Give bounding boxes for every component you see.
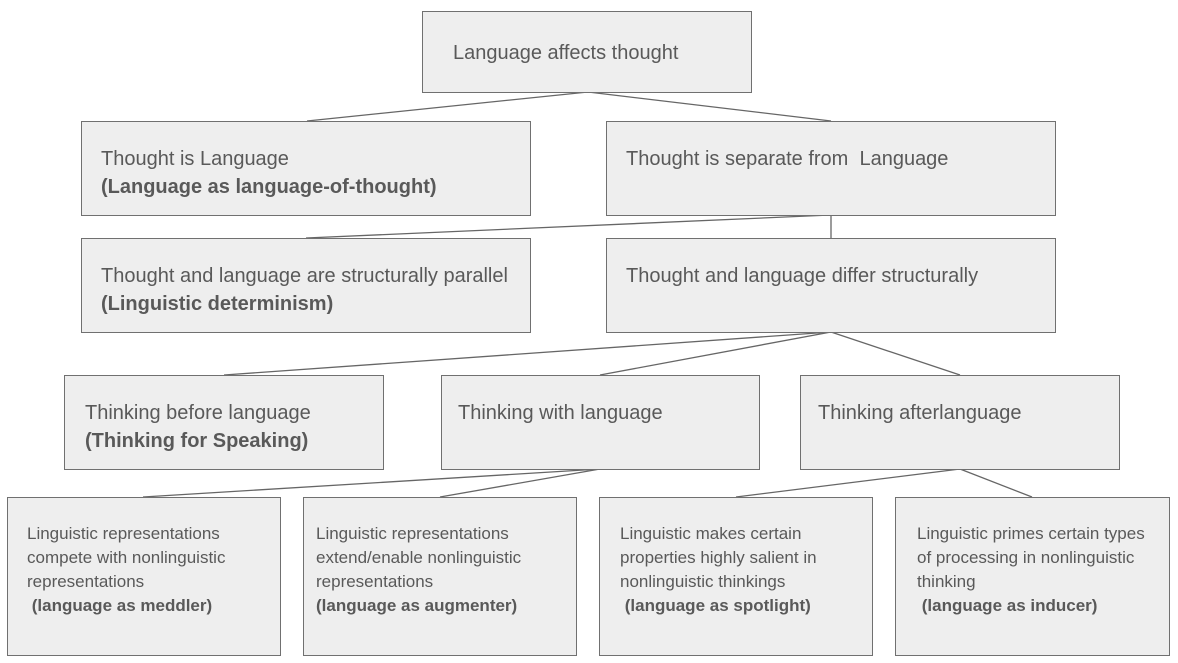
edge-root-to-thought-is-language [306,91,589,122]
edge-differ-to-before [223,331,832,376]
node-thought-is-language[interactable]: Thought is Language (Language as languag… [81,121,531,216]
node-label-bold: (Thinking for Speaking) [85,430,309,452]
node-label-bold: (language as inducer) [917,596,1098,615]
edge-after-to-inducer [959,468,1033,498]
node-label-bold: (language as meddler) [27,596,213,615]
edge-differ-to-after [830,331,961,376]
edge-after-to-spotlight [735,468,961,498]
node-inducer[interactable]: Linguistic primes certain types of proce… [895,497,1170,656]
edge-with-to-augmenter [439,468,601,498]
node-label: Linguistic makes certain properties high… [620,524,822,591]
node-label-bold: (Language as language-of-thought) [101,176,437,198]
node-label-bold: (language as augmenter) [316,596,518,615]
node-differ-structurally[interactable]: Thought and language differ structurally [606,238,1056,333]
node-spotlight[interactable]: Linguistic makes certain properties high… [599,497,873,656]
node-meddler[interactable]: Linguistic representations compete with … [7,497,281,656]
edge-differ-to-with [599,331,832,376]
edge-root-to-thought-separate [587,91,832,122]
node-thinking-with[interactable]: Thinking with language [441,375,760,470]
node-augmenter[interactable]: Linguistic representations extend/enable… [303,497,577,656]
node-label: Linguistic primes certain types of proce… [917,524,1150,591]
node-label-bold: (Linguistic determinism) [101,293,334,315]
node-label: Linguistic representations compete with … [27,524,231,591]
node-label: Thought is Language [101,148,289,170]
node-label: Language affects thought [453,42,679,64]
node-label: Thinking with language [458,402,663,424]
node-label-bold: (language as spotlight) [620,596,811,615]
node-label: Linguistic representations extend/enable… [316,524,526,591]
edge-separate-to-parallel [305,214,832,239]
node-thought-separate[interactable]: Thought is separate from Language [606,121,1056,216]
node-thinking-before[interactable]: Thinking before language (Thinking for S… [64,375,384,470]
node-label: Thought and language are structurally pa… [101,265,508,287]
node-label: Thought and language differ structurally [626,265,979,287]
edge-with-to-meddler [142,468,601,498]
node-root[interactable]: Language affects thought [422,11,752,93]
node-structurally-parallel[interactable]: Thought and language are structurally pa… [81,238,531,333]
node-thinking-after[interactable]: Thinking afterlanguage [800,375,1120,470]
node-label: Thinking afterlanguage [818,402,1022,424]
node-label: Thought is separate from Language [626,148,949,170]
node-label: Thinking before language [85,402,311,424]
